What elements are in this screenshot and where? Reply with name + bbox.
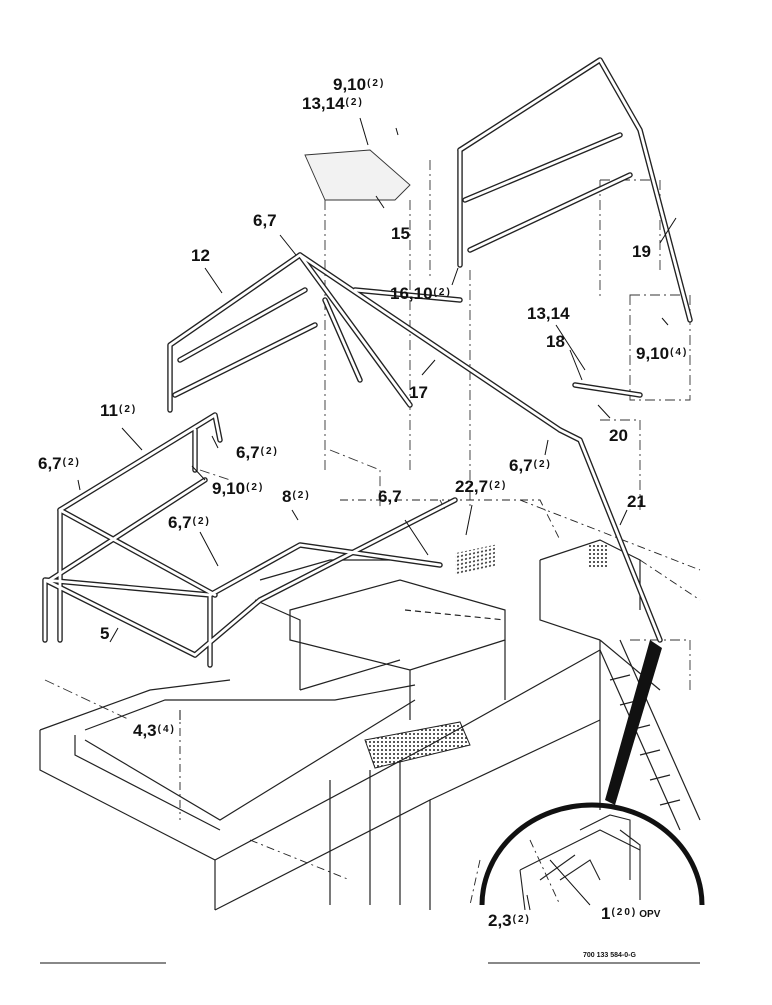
callout-6-7: 6,7	[378, 487, 402, 506]
callout-15: 15	[391, 224, 410, 243]
callout-13-14: 13,14	[527, 304, 570, 323]
callout-4-3: 4,3(4)	[133, 721, 176, 740]
vent-grille	[588, 545, 608, 567]
callout-16-10: 16,10(2)	[390, 284, 452, 303]
callout-9-10: 9,10(2)	[333, 75, 386, 94]
callout-6-7: 6,7(2)	[168, 513, 211, 532]
callout-8: 8(2)	[282, 487, 311, 506]
callout-17: 17	[409, 383, 428, 402]
callout-19: 19	[632, 242, 651, 261]
step-plate	[364, 721, 471, 769]
callout-6-7: 6,7(2)	[509, 456, 552, 475]
callout-11: 11(2)	[100, 401, 138, 420]
phantom-panels	[44, 149, 691, 721]
leader-lines	[77, 117, 677, 911]
figure-part-number: 700 133 584-0-G	[583, 952, 636, 959]
callout-20: 20	[609, 426, 628, 445]
callout-5: 5	[100, 624, 110, 643]
callout-21: 21	[627, 492, 646, 511]
callout-9-10: 9,10(4)	[636, 344, 689, 363]
callout-18: 18	[546, 332, 565, 351]
callout-6-7: 6,7(2)	[38, 454, 81, 473]
hand-rails	[42, 57, 693, 668]
detail-view	[479, 640, 705, 910]
vent-grille	[455, 544, 495, 576]
callout-2-3: 2,3(2)	[488, 911, 531, 930]
callout-6-7: 6,7	[253, 211, 277, 230]
callout-1: 1(20)OPV	[601, 904, 661, 923]
callout-22-7: 22,7(2)	[455, 477, 508, 496]
callout-6-7: 6,7(2)	[236, 443, 279, 462]
callout-9-10: 9,10(2)	[212, 479, 265, 498]
callout-12: 12	[191, 246, 210, 265]
callout-13-14: 13,14(2)	[302, 94, 364, 113]
